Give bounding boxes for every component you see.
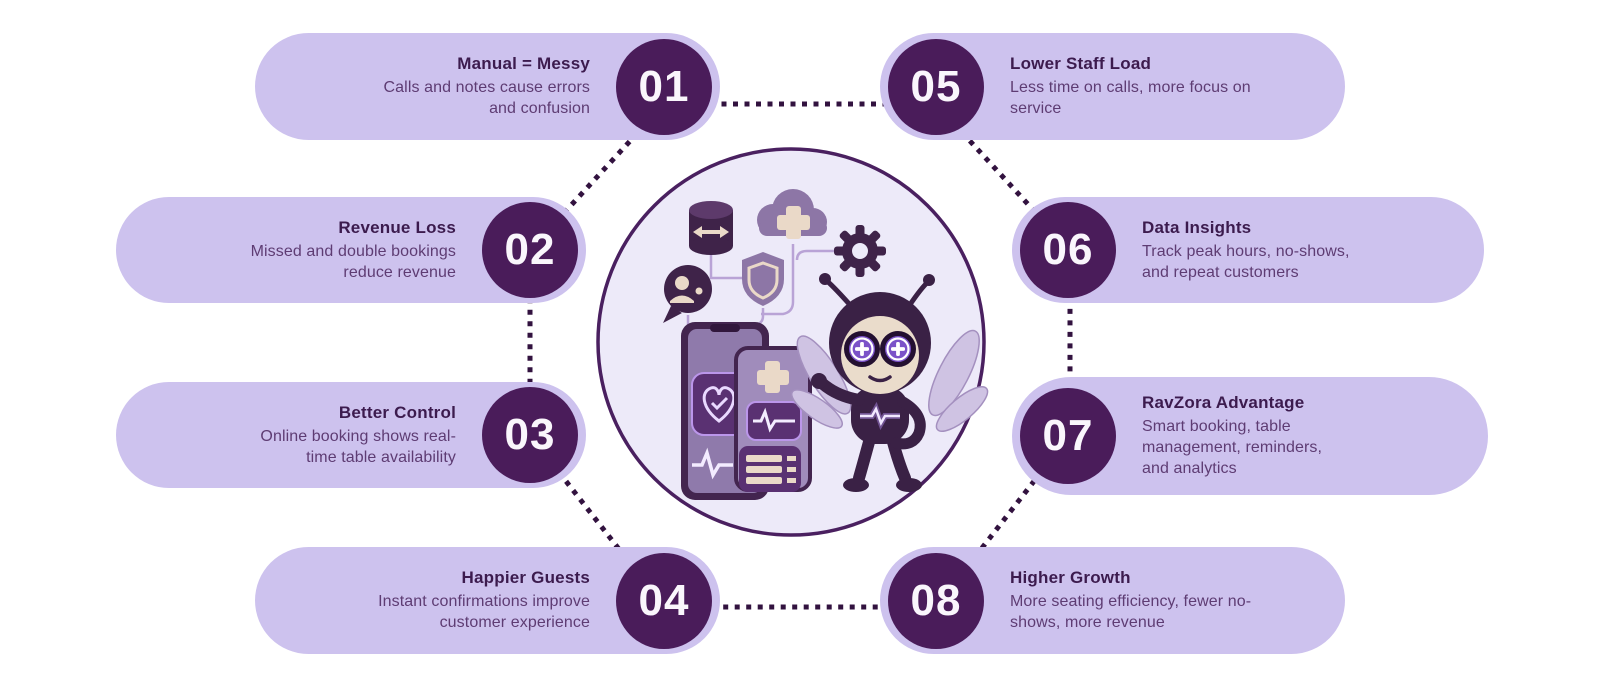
bee-robot-mascot [791,273,989,492]
step-pill-04: Happier Guests Instant confirmations imp… [255,547,720,654]
chat-user-icon [663,265,712,323]
gear-icon [834,225,886,277]
step-title: Data Insights [1142,217,1252,237]
center-illustration [596,147,989,537]
step-description: Missed and double bookings reduce revenu… [250,242,456,281]
database-icon [689,201,733,255]
step-pill-02: Revenue Loss Missed and double bookings … [116,197,586,303]
step-number-badge: 05 [888,38,984,135]
step-description: More seating efficiency, fewer no-shows,… [1010,593,1252,631]
step-title: Revenue Loss [338,217,456,237]
step-description: Instant confirmations improve customer e… [378,593,590,631]
step-title: Happier Guests [461,568,590,587]
step-pill-07: RavZora Advantage Smart booking, table m… [1012,377,1488,495]
bee-eye-left [844,331,880,367]
step-description: Less time on calls, more focus on servic… [1010,79,1251,117]
step-pill-05: Lower Staff Load Less time on calls, mor… [880,33,1345,140]
phone-health-app [681,322,812,500]
step-title: RavZora Advantage [1142,393,1305,412]
step-number-badge: 03 [482,387,578,483]
step-title: Lower Staff Load [1010,54,1152,73]
shield-icon [742,252,784,306]
step-number-badge: 04 [616,552,712,649]
step-number-badge: 06 [1020,202,1116,298]
step-pill-06: Data Insights Track peak hours, no-shows… [1012,197,1484,303]
step-pill-01: Manual = Messy Calls and notes cause err… [255,33,720,140]
step-title: Manual = Messy [457,54,590,73]
step-number-badge: 02 [482,202,578,298]
step-title: Better Control [338,402,456,422]
bee-eye-right [880,331,916,367]
step-title: Higher Growth [1010,568,1131,587]
step-pill-08: Higher Growth More seating efficiency, f… [880,547,1345,654]
step-number-badge: 07 [1020,388,1116,484]
step-description: Smart booking, table management, reminde… [1142,418,1323,477]
cloud-health-icon [757,189,827,239]
step-description: Online booking shows real-time table ava… [260,427,456,466]
step-description: Calls and notes cause errors and confusi… [383,79,590,117]
bee-smile [868,375,892,383]
step-number-badge: 08 [888,552,984,649]
step-description: Track peak hours, no-shows, and repeat c… [1142,242,1350,281]
step-pill-03: Better Control Online booking shows real… [116,382,586,488]
step-number-badge: 01 [616,38,712,135]
bee-body [851,386,909,444]
